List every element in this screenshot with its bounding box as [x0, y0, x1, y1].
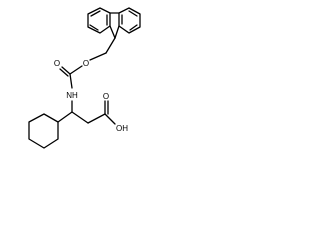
carbamate-carbonyl-oxygen-label: O — [54, 59, 60, 68]
c9-ch2-bond — [105, 37, 116, 54]
fluorenyl-group — [87, 7, 141, 39]
fluorene-c9-bond — [109, 25, 116, 39]
ester-oxygen-label: O — [83, 59, 89, 68]
fluorene-left-ring-inner-bond — [89, 24, 99, 31]
ch2-cooh-bond — [87, 113, 106, 124]
fluorene-right-ring-inner-bond — [129, 24, 138, 31]
structure-diagram: O O NH O OH — [28, 7, 141, 149]
fluorene-c9-bond — [114, 25, 120, 39]
o-carbonyl-bond — [69, 65, 83, 75]
ch-cyclohexyl-bond — [57, 111, 73, 123]
carbonyl-double-bond-b — [59, 68, 69, 77]
ch2-o-bond — [89, 52, 107, 61]
carbonyl-n-bond — [69, 73, 73, 89]
cyclohexyl-ring — [28, 113, 59, 149]
acid-oh-bond — [104, 113, 116, 125]
carbonyl-double-bond-a — [61, 66, 71, 75]
fluorene-left-ring-inner-bond — [90, 10, 101, 17]
acid-carbonyl-oxygen-label: O — [103, 92, 109, 101]
ch-ch2-bond — [71, 111, 89, 124]
acid-hydroxyl-label: OH — [116, 124, 128, 133]
amide-nh-label: NH — [66, 91, 78, 100]
fluorene-right-ring-inner-bond — [128, 10, 138, 17]
